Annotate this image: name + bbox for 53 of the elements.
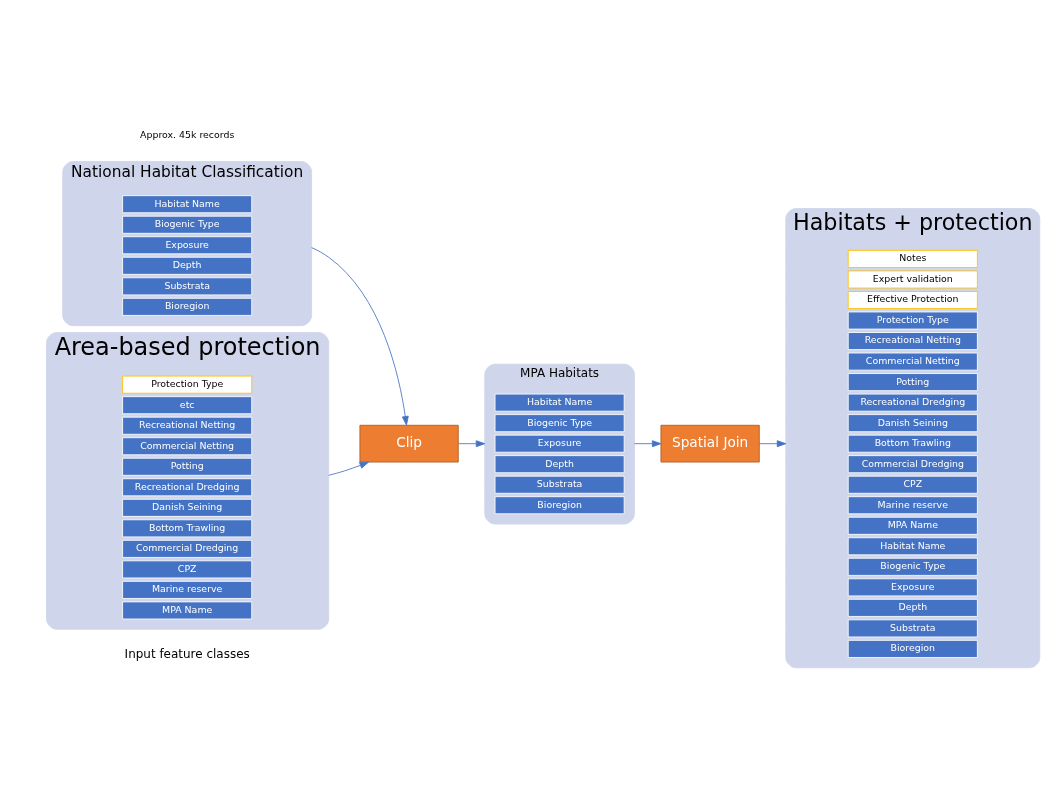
node-box: Bioregion	[494, 496, 625, 515]
node-box: Depth	[494, 455, 625, 474]
arrow	[634, 440, 662, 448]
node-box: CPZ	[122, 560, 253, 579]
node-box: Bioregion	[847, 639, 978, 658]
node-box: Notes	[847, 250, 978, 268]
node-box: Bottom Trawling	[122, 519, 253, 538]
node-box: Protection Type	[847, 311, 978, 330]
node-box: Substrata	[847, 619, 978, 638]
node-box: Danish Seining	[122, 498, 253, 517]
node-box: Bioregion	[122, 297, 253, 316]
node-box: Exposure	[494, 434, 625, 453]
node-box: Protection Type	[122, 375, 253, 394]
node-box: Depth	[122, 256, 253, 275]
node-box: Exposure	[847, 578, 978, 597]
node-box: Depth	[847, 598, 978, 617]
node-box: Commercial Netting	[847, 352, 978, 371]
node-box: Substrata	[122, 277, 253, 296]
node-box: CPZ	[847, 475, 978, 494]
node-box: Potting	[122, 457, 253, 476]
node-box: Expert validation	[847, 270, 978, 289]
node-box: Recreational Netting	[847, 332, 978, 351]
node-box: Habitat Name	[122, 195, 253, 214]
arrow	[758, 440, 787, 448]
node-box: Recreational Dredging	[122, 478, 253, 497]
node-box: MPA Name	[122, 601, 253, 620]
node-box: Biogenic Type	[122, 215, 253, 234]
node-box: Effective Protection	[847, 291, 978, 309]
node-box: Bottom Trawling	[847, 434, 978, 453]
node-box: Clip	[359, 424, 459, 463]
node-box: Biogenic Type	[847, 557, 978, 576]
label: Input feature classes	[124, 647, 250, 662]
node-box: MPA Name	[847, 516, 978, 535]
node-box: Recreational Netting	[122, 416, 253, 435]
node-box: Marine reserve	[847, 496, 978, 515]
node-box: Recreational Dredging	[847, 393, 978, 412]
node-label: Approx. 45k records	[140, 129, 235, 141]
node-box: Habitat Name	[847, 537, 978, 556]
arrow	[458, 440, 486, 448]
node-box: Commercial Netting	[122, 437, 253, 456]
node-box: Danish Seining	[847, 414, 978, 433]
arrow	[328, 461, 369, 476]
node-box: Potting	[847, 373, 978, 392]
node-box: Marine reserve	[122, 580, 253, 599]
node-box: Commercial Dredging	[122, 539, 253, 558]
node-box: Biogenic Type	[494, 414, 625, 433]
node-box: Substrata	[494, 475, 625, 494]
node-box: Exposure	[122, 236, 253, 255]
node-box: Habitat Name	[494, 393, 625, 412]
node-box: Spatial Join	[660, 424, 760, 463]
node-box: etc	[122, 396, 253, 415]
node-box: Commercial Dredging	[847, 455, 978, 474]
arrow	[311, 247, 409, 426]
